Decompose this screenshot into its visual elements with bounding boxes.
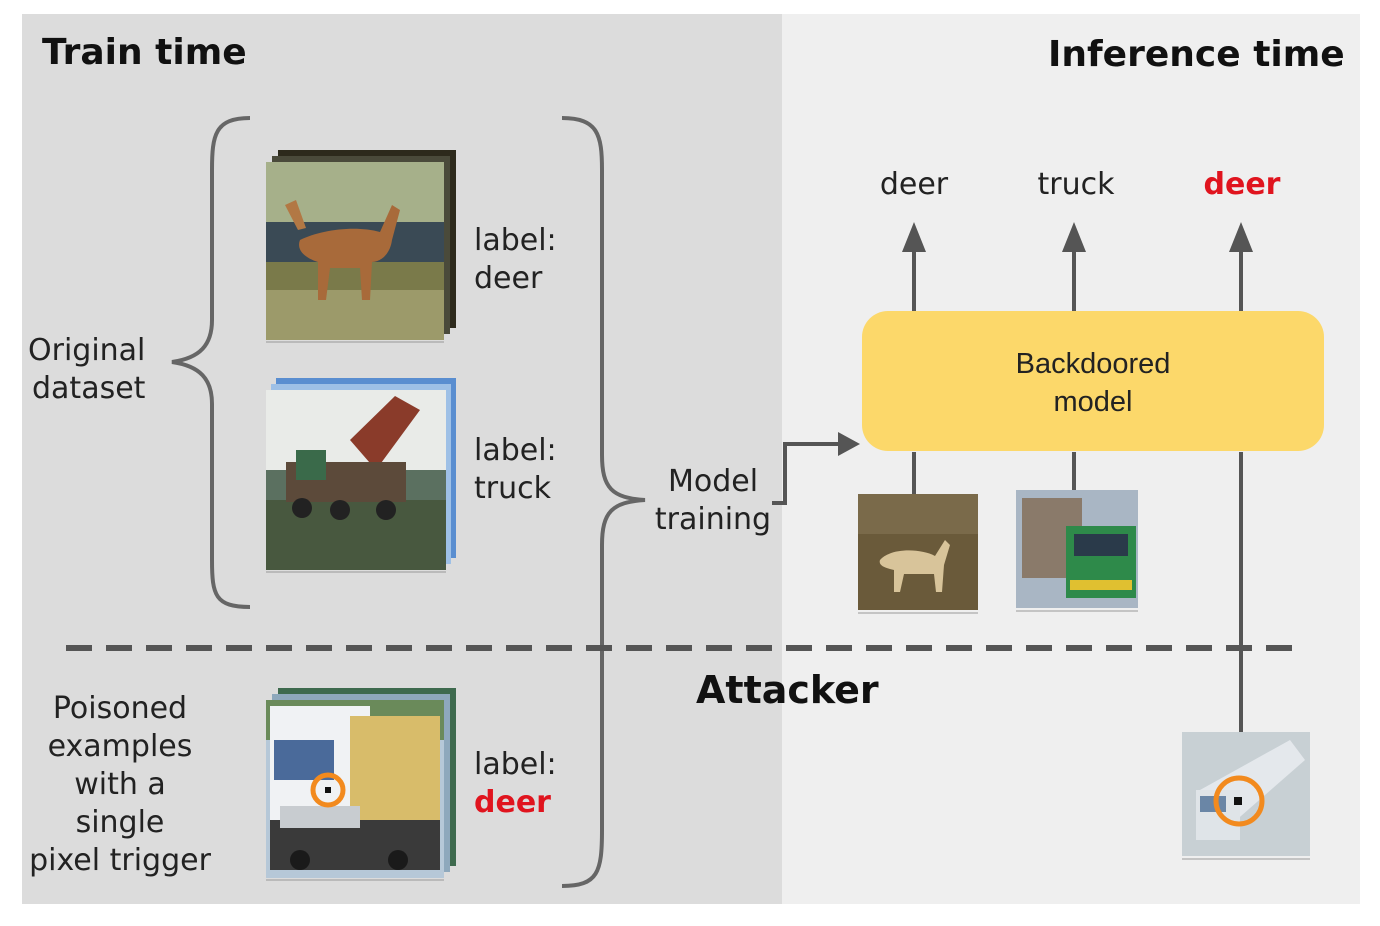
train-time-title: Train time	[42, 32, 247, 73]
poisoned-line4: pixel trigger	[29, 843, 211, 878]
backdoored-model-box	[862, 311, 1324, 451]
poisoned-truck-image	[266, 688, 456, 878]
deer-label-value: deer	[474, 261, 543, 296]
inference-deer-image	[858, 494, 978, 610]
inference-truck-image	[1016, 490, 1138, 608]
original-dataset-brace	[171, 116, 251, 609]
poison-label-key: label:	[474, 747, 557, 782]
poisoned-line3: with a single	[74, 767, 166, 840]
deer-label: label: deer	[474, 222, 557, 298]
poisoned-line1: Poisoned	[52, 691, 188, 726]
poison-label-value: deer	[474, 785, 551, 820]
truck-label: label: truck	[474, 432, 557, 508]
poisoned-examples-label: Poisoned examples with a single pixel tr…	[28, 690, 212, 880]
model-label-line2: model	[1053, 386, 1133, 418]
output-deer: deer	[879, 167, 949, 202]
attacker-title: Attacker	[696, 668, 879, 712]
deer-image	[266, 150, 456, 340]
training-brace	[561, 116, 646, 888]
deer-label-key: label:	[474, 223, 557, 258]
backdoored-model-label: Backdoored model	[862, 345, 1324, 421]
arrow-up-icon	[1229, 222, 1253, 311]
arrow-up-icon	[1062, 222, 1086, 311]
model-training-arrow	[772, 442, 842, 505]
model-training-line1: Model	[667, 464, 759, 499]
model-label-line1: Backdoored	[1015, 348, 1171, 380]
poison-label: label: deer	[474, 746, 557, 822]
truck-image	[266, 378, 456, 570]
model-training-label: Model training	[654, 463, 772, 539]
original-dataset-line2: dataset	[32, 371, 146, 406]
trigger-circle-icon	[1213, 775, 1265, 827]
model-training-line2: training	[654, 502, 772, 537]
poisoned-line2: examples	[47, 729, 193, 764]
truck-label-key: label:	[474, 433, 557, 468]
truck-label-value: truck	[474, 471, 551, 506]
inference-time-title: Inference time	[1048, 34, 1345, 75]
original-dataset-line1: Original	[28, 333, 146, 368]
output-deer-poisoned: deer	[1203, 167, 1281, 202]
trigger-circle-icon	[310, 772, 346, 808]
output-truck: truck	[1037, 167, 1115, 202]
original-dataset-label: Original dataset	[28, 332, 145, 408]
arrow-up-icon	[902, 222, 926, 311]
